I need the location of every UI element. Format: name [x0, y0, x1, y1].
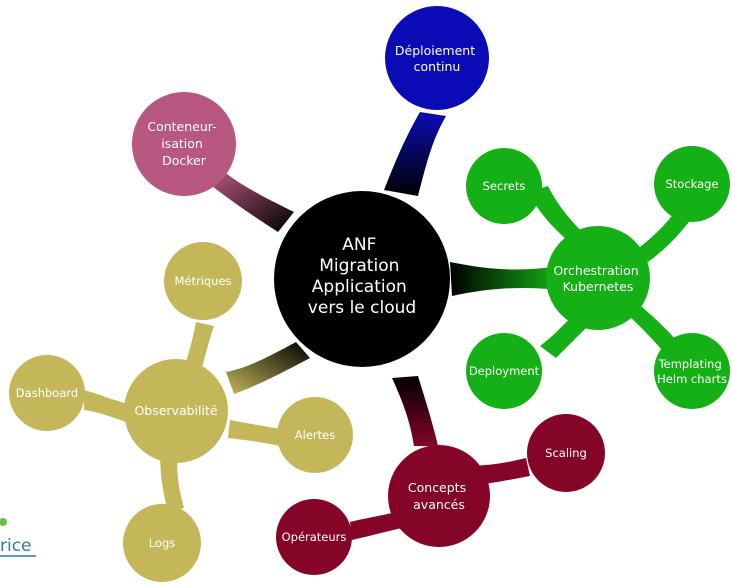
logo: rice — [0, 518, 36, 557]
label-dashboard: Dashboard — [16, 386, 78, 400]
label-operateurs: Opérateurs — [282, 530, 347, 544]
label-metriques: Métriques — [174, 274, 231, 288]
label-conteneurisation-docker: Conteneur- isation Docker — [147, 119, 220, 168]
node-templating-helm — [654, 333, 730, 409]
label-alertes: Alertes — [295, 428, 335, 442]
node-dashboard — [9, 355, 85, 431]
root-node — [274, 191, 450, 367]
node-stockage — [654, 146, 730, 222]
label-orchestration-kubernetes: Orchestration Kubernetes — [553, 263, 642, 294]
node-deploiement-continu — [385, 6, 489, 110]
node-secrets — [466, 148, 542, 224]
label-observabilite: Observabilité — [134, 403, 217, 418]
label-deploiement-continu: Déploiement continu — [395, 43, 479, 74]
node-concepts-avances — [388, 445, 490, 547]
node-orchestration-kubernetes — [546, 226, 650, 330]
node-conteneurisation-docker — [132, 92, 236, 196]
connector-observabilite — [226, 342, 310, 394]
observabilite-subconnectors — [84, 322, 284, 512]
label-scaling: Scaling — [545, 446, 587, 460]
node-scaling — [527, 414, 605, 492]
logo-dot-icon — [0, 518, 7, 526]
connector-docker — [212, 170, 294, 232]
label-stockage: Stockage — [665, 177, 718, 191]
node-operateurs — [276, 499, 352, 575]
node-alertes — [277, 397, 353, 473]
label-deployment: Deployment — [469, 364, 540, 378]
node-observabilite — [124, 359, 228, 463]
connector-concepts — [392, 376, 438, 446]
logo-text: rice — [0, 536, 32, 556]
label-secrets: Secrets — [483, 179, 526, 193]
node-deployment — [466, 333, 542, 409]
connector-kubernetes — [450, 262, 560, 296]
node-metriques — [164, 242, 242, 320]
label-logs: Logs — [149, 536, 176, 550]
label-templating-helm: Templating Helm charts — [657, 357, 727, 386]
root-label: ANF Migration Application vers le cloud — [308, 235, 416, 318]
label-concepts-avances: Concepts avancés — [408, 480, 470, 512]
node-logs — [123, 504, 201, 582]
connector-deploiement — [384, 112, 446, 196]
